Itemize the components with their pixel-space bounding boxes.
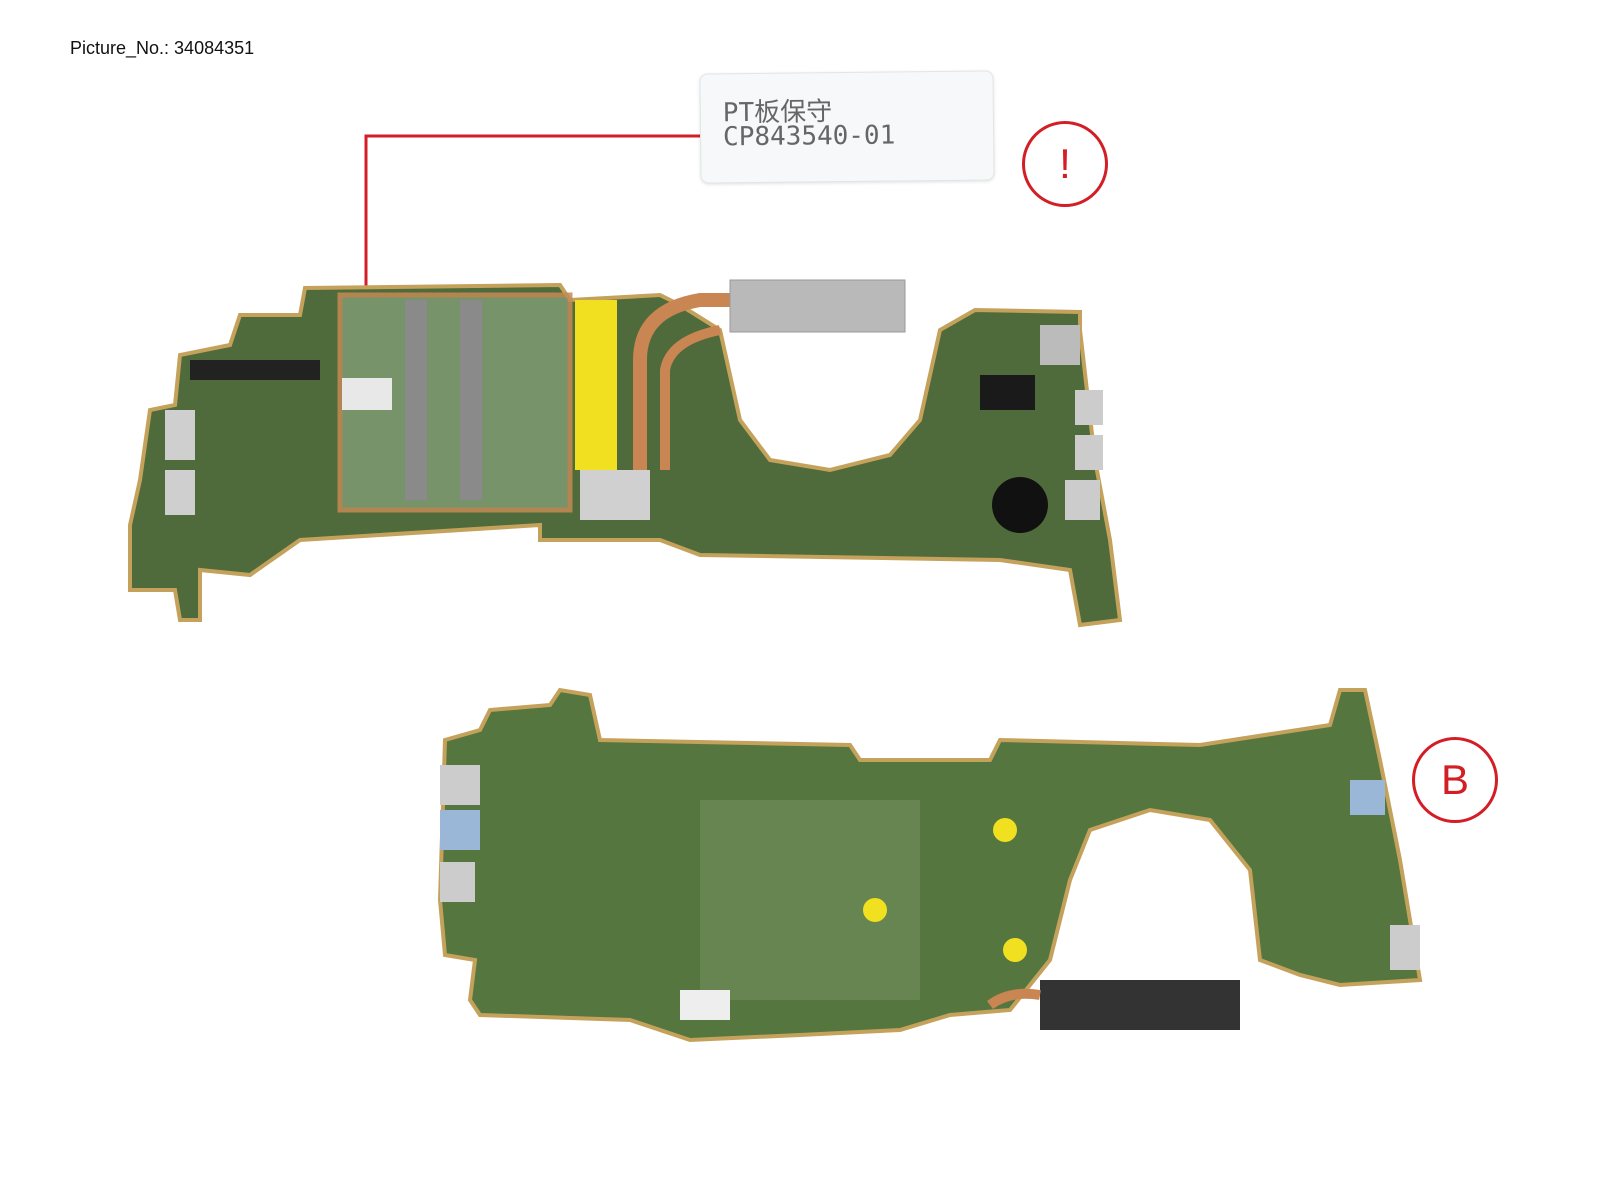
part-label: PT板保守 CP843540-01 xyxy=(699,70,995,184)
heatsink-fins xyxy=(1040,980,1240,1030)
view-b-marker: B xyxy=(1412,737,1498,823)
motherboard-top-view xyxy=(128,279,1123,628)
motherboard-bottom-view xyxy=(437,687,1423,1043)
picture-number: Picture_No.: 34084351 xyxy=(70,38,255,58)
cmos-battery xyxy=(992,477,1048,533)
exclamation-marker-icon: ! xyxy=(1022,121,1108,207)
heatsink-fins xyxy=(729,279,906,333)
part-number: CP843540-01 xyxy=(722,120,896,153)
caution-sticker xyxy=(575,300,617,470)
